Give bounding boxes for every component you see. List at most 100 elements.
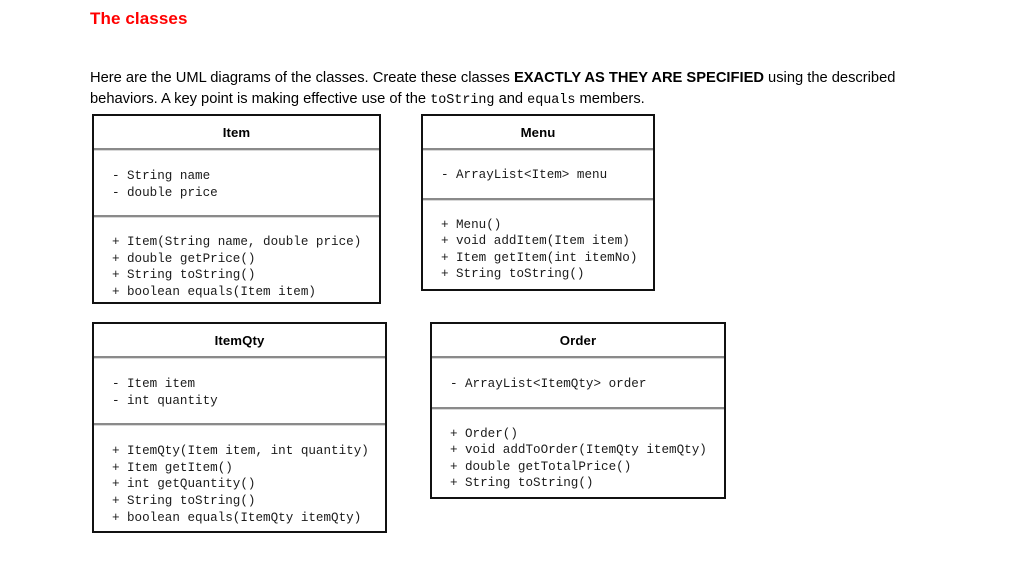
visibility-marker: + [112,477,120,492]
uml-operation-row: +String toString() [94,267,379,284]
visibility-marker: + [112,251,120,266]
member-signature: boolean equals(Item item) [127,284,316,299]
member-signature: int quantity [127,393,218,408]
uml-class-item: Item -String name -double price + Item(St… [92,114,381,304]
uml-separator [432,356,724,359]
uml-attributes-section: -String name -double price [94,151,379,215]
member-signature: String name [127,169,211,183]
uml-operation-row: + boolean equals(ItemQty itemQty) [94,510,385,527]
uml-separator [94,215,379,219]
intro-code-tostring: toString [430,92,495,108]
uml-attribute-row: -Item item [94,376,385,393]
visibility-marker: + [450,443,458,458]
visibility-marker: - [450,377,458,391]
uml-attributes-section: -ArrayList<Item> menu [423,151,653,198]
intro-code-equals: equals [527,92,576,108]
uml-class-menu: Menu -ArrayList<Item> menu + Menu() + void… [421,114,655,291]
uml-operation-row: + int getQuantity() [94,476,385,493]
member-signature: Item(String name, double price) [127,235,362,250]
member-signature: double getTotalPrice() [465,459,632,474]
member-signature: String toString() [127,268,256,283]
visibility-marker: + [450,476,458,491]
uml-attribute-row: -ArrayList<Item> menu [423,167,653,184]
visibility-marker: + [112,284,120,299]
member-signature: ArrayList<Item> menu [456,168,608,182]
member-signature: ArrayList<ItemQty> order [465,377,647,391]
member-signature: int getQuantity() [127,477,256,492]
uml-operation-row: + double getTotalPrice() [432,459,724,476]
uml-operations-section: + ItemQty(Item item, int quantity) + Item … [94,426,385,540]
intro-paragraph: Here are the UML diagrams of the classes… [90,68,942,111]
page-title: The classes [90,9,188,28]
uml-class-itemqty: ItemQty -Item item -int quantity + ItemQt… [92,322,387,533]
uml-separator [423,148,653,151]
uml-operation-row: + double getPrice() [94,251,379,268]
member-signature: Item item [127,377,196,391]
uml-operation-row: + void addToOrder(ItemQty itemQty) [432,442,724,459]
uml-operation-row: + Item(String name, double price) [94,234,379,251]
uml-separator [94,423,385,427]
visibility-marker: + [441,234,449,249]
member-signature: double price [127,185,218,200]
intro-emphasis: EXACTLY AS THEY ARE SPECIFIED [513,69,764,86]
visibility-marker: + [112,493,120,508]
visibility-marker: - [112,185,120,200]
uml-attribute-row: -String name [94,168,379,185]
uml-operation-row: + Order() [432,426,724,443]
uml-class-name: Item [222,125,251,140]
uml-separator [94,356,385,359]
uml-separator [423,197,653,201]
visibility-marker: + [450,459,458,474]
intro-text-part3: and [494,90,528,107]
uml-attribute-row: -ArrayList<ItemQty> order [432,376,724,393]
uml-class-name: ItemQty [214,333,265,348]
member-signature: Item getItem() [127,460,233,475]
visibility-marker: + [112,460,120,475]
uml-attributes-section: -ArrayList<ItemQty> order [432,359,724,407]
visibility-marker: + [112,235,120,250]
member-signature: String toString() [456,267,585,282]
visibility-marker: + [441,250,449,265]
member-signature: String toString() [465,476,594,491]
uml-operation-row: + String toString() [432,475,724,492]
uml-class-name: Order [559,333,597,348]
uml-attributes-section: -Item item -int quantity [94,359,385,423]
member-signature: String toString() [127,493,256,508]
visibility-marker: - [441,168,449,182]
uml-operation-row: + void addItem(Item item) [423,233,653,250]
visibility-marker: - [112,393,120,408]
visibility-marker: + [441,217,449,232]
member-signature: boolean equals(ItemQty itemQty) [127,510,362,525]
uml-operation-row: + String toString() [423,266,653,283]
uml-operations-section: + Item(String name, double price) + double… [94,218,379,314]
member-signature: void addItem(Item item) [456,234,630,249]
uml-attribute-row: -double price [94,185,379,202]
intro-text-part4: members. [575,90,645,107]
visibility-marker: + [450,426,458,441]
member-signature: Item getItem(int itemNo) [456,250,638,265]
visibility-marker: - [112,169,120,183]
uml-operation-row: + Menu() [423,217,653,234]
member-signature: Menu() [456,217,502,232]
uml-operations-section: + Menu() + void addItem(Item item) + Item g… [423,201,653,297]
member-signature: ItemQty(Item item, int quantity) [127,444,369,459]
visibility-marker: + [112,510,120,525]
uml-operation-row: + boolean equals(Item item) [94,284,379,301]
visibility-marker: + [441,267,449,282]
intro-text-part2: using the described behaviors. A key poi… [90,69,896,107]
uml-separator [432,406,724,410]
visibility-marker: + [112,444,120,459]
uml-attribute-row: -int quantity [94,393,385,410]
uml-operation-row: + ItemQty(Item item, int quantity) [94,443,385,460]
intro-text-part1: Here are the UML diagrams of the classes… [90,69,514,86]
member-signature: Order() [465,426,518,441]
member-signature: double getPrice() [127,251,256,266]
member-signature: void addToOrder(ItemQty itemQty) [465,443,707,458]
uml-operation-row: + Item getItem(int itemNo) [423,250,653,267]
uml-operations-section: + Order() + void addToOrder(ItemQty itemQt… [432,410,724,506]
uml-operation-row: + String toString() [94,493,385,510]
uml-class-name: Menu [520,125,556,140]
uml-separator [94,148,379,151]
visibility-marker: - [112,377,120,391]
